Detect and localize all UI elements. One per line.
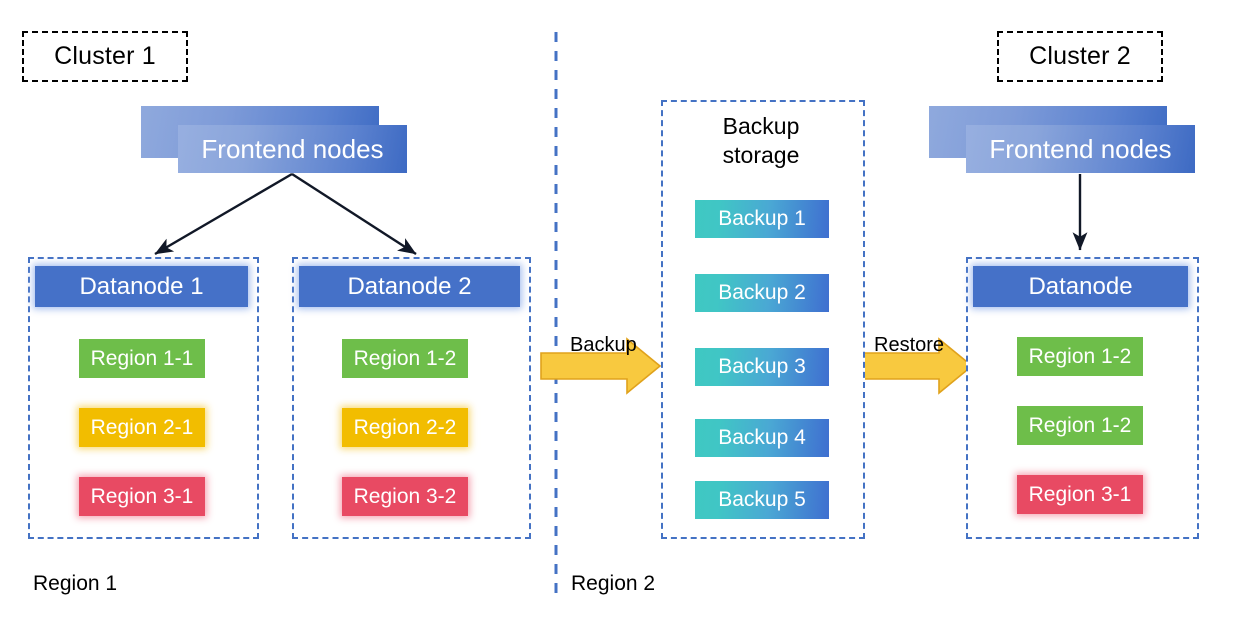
region-2-label-text: Region 2	[571, 572, 656, 595]
backup-item[interactable]: Backup 1	[695, 200, 829, 238]
frontend-nodes-2-label: Frontend nodes	[989, 133, 1172, 164]
region-chip-label: Region 1-2	[353, 346, 457, 370]
backup-item[interactable]: Backup 5	[695, 481, 829, 519]
region-chip-label: Region 3-1	[90, 484, 194, 508]
region-chip[interactable]: Region 1-2	[1017, 337, 1143, 376]
arrow-frontend-to-datanode2	[291, 172, 417, 256]
backup-item-label: Backup 5	[718, 488, 806, 511]
cluster-title-1-label: Cluster 1	[54, 42, 156, 70]
region-chip-label: Region 2-2	[353, 415, 457, 439]
restore-flow-label: Restore	[874, 334, 944, 357]
region-chip-label: Region 3-1	[1028, 482, 1132, 506]
datanode-1-header[interactable]: Datanode 1	[35, 266, 248, 307]
backup-item[interactable]: Backup 2	[695, 274, 829, 312]
region-chip-label: Region 3-2	[353, 484, 457, 508]
region-chip[interactable]: Region 3-1	[79, 477, 205, 516]
backup-item-label: Backup 4	[718, 426, 806, 449]
restore-flow-label-text: Restore	[874, 334, 945, 356]
cluster-title-1: Cluster 1	[22, 31, 188, 82]
datanode-3-label: Datanode	[1028, 272, 1133, 300]
backup-storage-caption-line1: Backup	[722, 113, 800, 139]
backup-flow-label: Backup	[570, 334, 637, 357]
backup-item[interactable]: Backup 4	[695, 419, 829, 457]
backup-item-label: Backup 3	[718, 355, 806, 378]
backup-storage-caption: Backup storage	[661, 112, 861, 170]
backup-item[interactable]: Backup 3	[695, 348, 829, 386]
backup-item-label: Backup 2	[718, 281, 806, 304]
region-chip[interactable]: Region 2-2	[342, 408, 468, 447]
region-chip[interactable]: Region 1-2	[342, 339, 468, 378]
region-2-label: Region 2	[571, 572, 655, 596]
region-1-label-text: Region 1	[33, 572, 118, 595]
cluster-title-2-label: Cluster 2	[1029, 42, 1131, 70]
region-chip-label: Region 2-1	[90, 415, 194, 439]
region-chip[interactable]: Region 2-1	[79, 408, 205, 447]
region-chip-label: Region 1-2	[1028, 413, 1132, 437]
region-chip-label: Region 1-2	[1028, 344, 1132, 368]
frontend-nodes-1[interactable]: Frontend nodes	[178, 125, 407, 173]
backup-storage-caption-line2: storage	[722, 141, 800, 168]
backup-flow-label-text: Backup	[570, 334, 637, 356]
arrow-frontend-to-datanode1	[154, 172, 293, 256]
region-chip[interactable]: Region 1-2	[1017, 406, 1143, 445]
datanode-3-header[interactable]: Datanode	[973, 266, 1188, 307]
region-chip[interactable]: Region 3-1	[1017, 475, 1143, 514]
backup-item-label: Backup 1	[718, 207, 806, 230]
datanode-2-label: Datanode 2	[347, 272, 472, 300]
backup-storage-container	[661, 100, 865, 539]
frontend-nodes-1-label: Frontend nodes	[201, 133, 384, 164]
region-chip[interactable]: Region 1-1	[79, 339, 205, 378]
frontend-nodes-2[interactable]: Frontend nodes	[966, 125, 1195, 173]
region-1-label: Region 1	[33, 572, 117, 596]
datanode-2-header[interactable]: Datanode 2	[299, 266, 520, 307]
region-chip[interactable]: Region 3-2	[342, 477, 468, 516]
datanode-1-label: Datanode 1	[79, 272, 204, 300]
cluster-title-2: Cluster 2	[997, 31, 1163, 82]
region-chip-label: Region 1-1	[90, 346, 194, 370]
